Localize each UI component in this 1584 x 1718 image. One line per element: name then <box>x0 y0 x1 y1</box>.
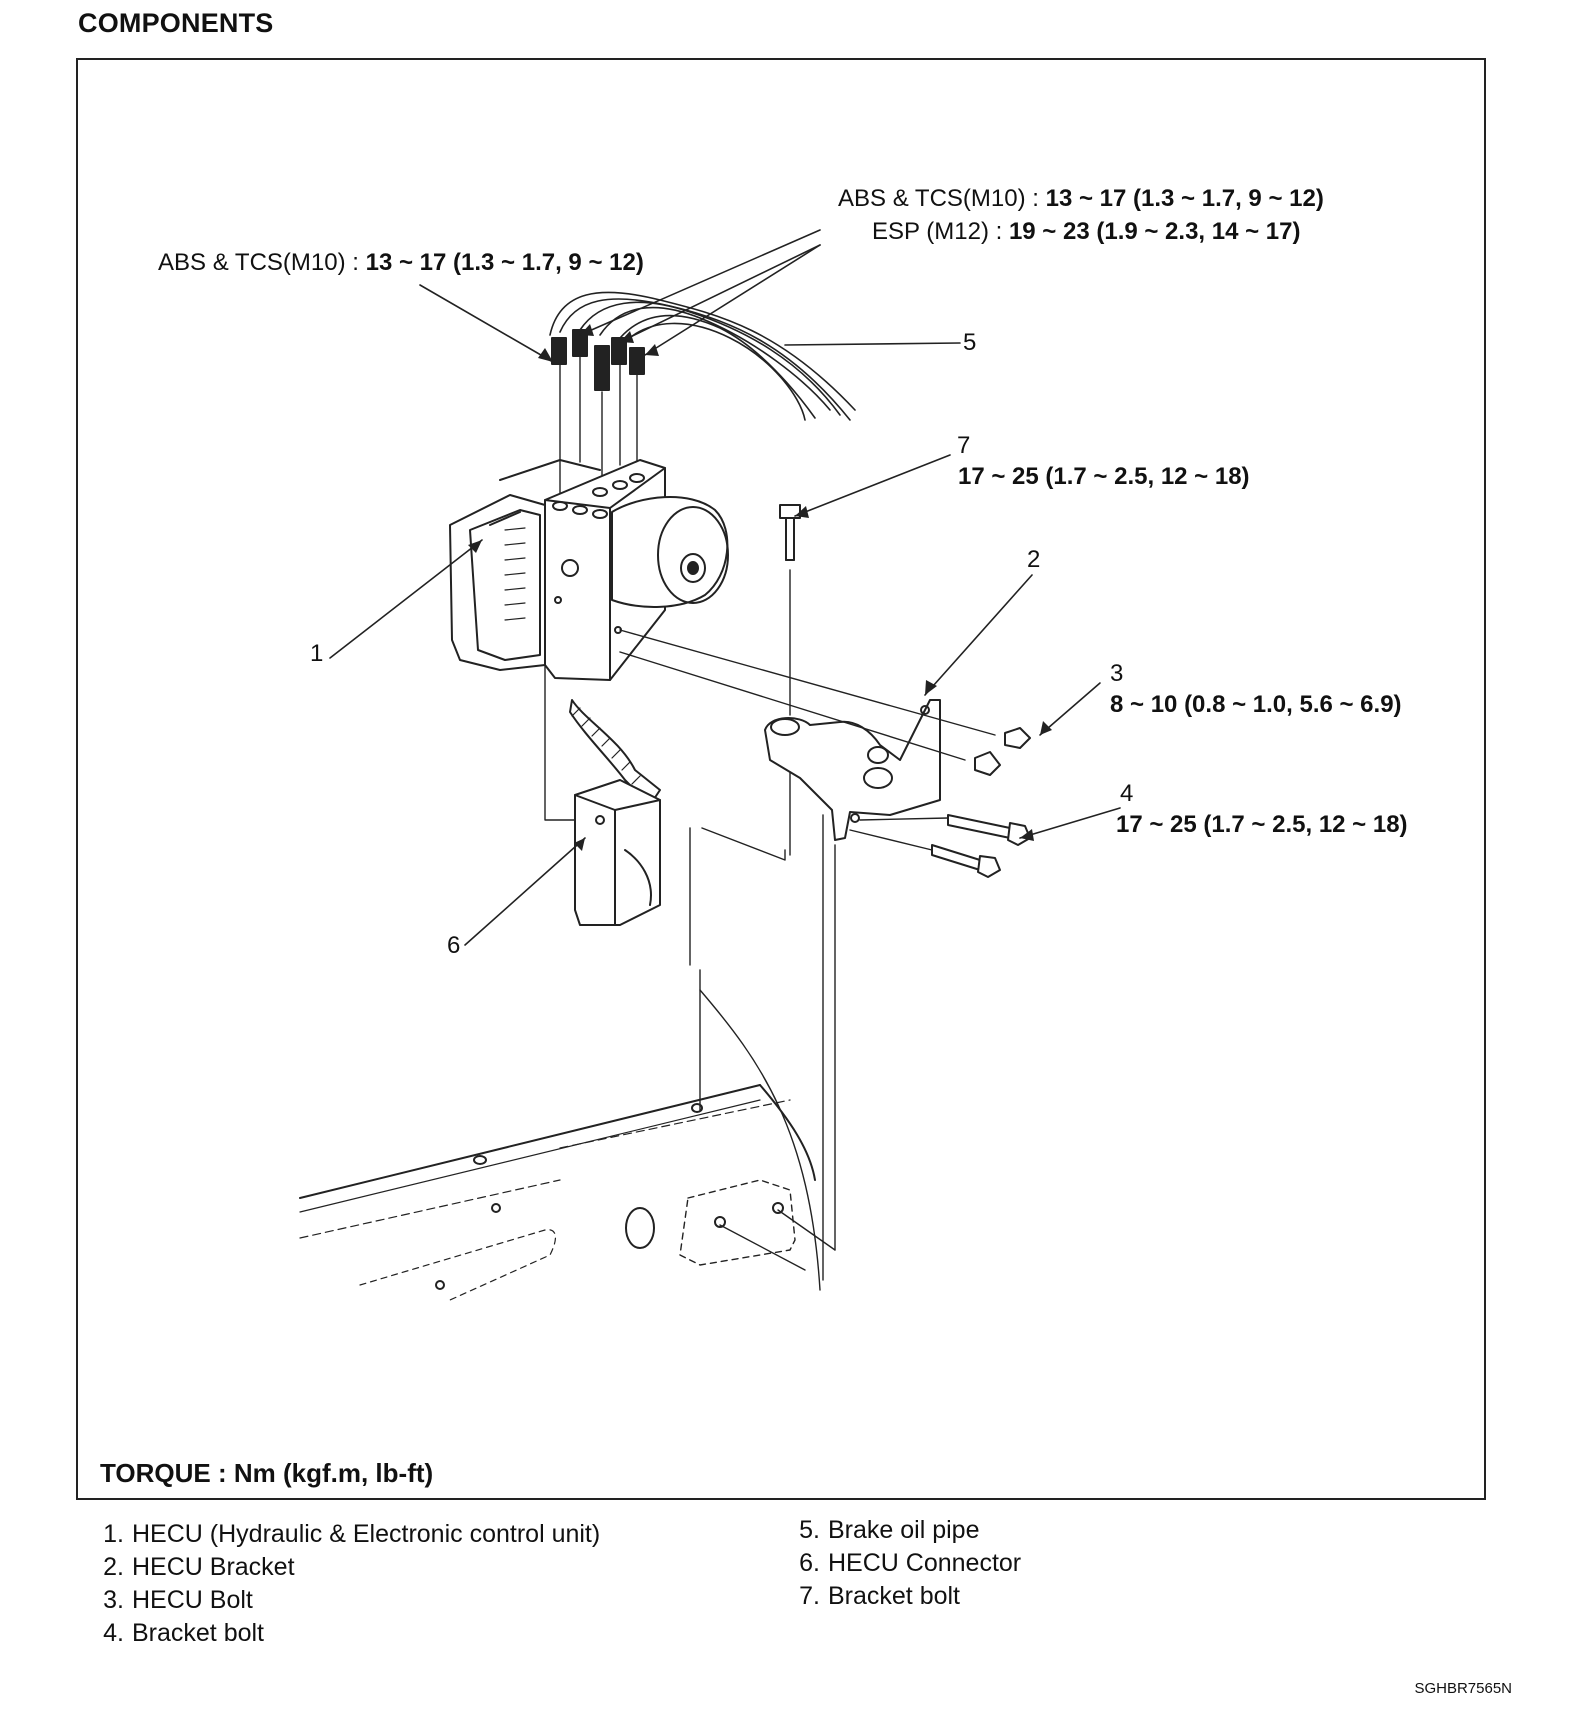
diagram-frame <box>76 58 1486 1500</box>
torque-value: 17 ~ 25 (1.7 ~ 2.5, 12 ~ 18) <box>1116 811 1408 838</box>
legend-label: HECU Bracket <box>132 1553 295 1581</box>
legend-label: HECU Connector <box>828 1549 1022 1577</box>
arrowheads <box>468 324 1052 851</box>
part-number-1: 1 <box>310 640 324 667</box>
leader-lines <box>329 229 1121 946</box>
legend-left: 1. HECU (Hydraulic & Electronic control u… <box>88 1518 600 1650</box>
torque-value: 8 ~ 10 (0.8 ~ 1.0, 5.6 ~ 6.9) <box>1110 691 1402 718</box>
callout-top-left: ABS & TCS(M10) : 13 ~ 17 (1.3 ~ 1.7, 9 ~… <box>158 248 644 278</box>
part-number-7: 7 <box>957 432 971 459</box>
legend-label: HECU Bolt <box>132 1586 253 1614</box>
legend-label: Bracket bolt <box>132 1619 265 1647</box>
legend-item: 6. HECU Connector <box>784 1547 1021 1580</box>
callout-prefix: ABS & TCS(M10) : <box>838 185 1046 212</box>
legend-number: 3. <box>103 1586 124 1614</box>
callout-item7-torque: 17 ~ 25 (1.7 ~ 2.5, 12 ~ 18) <box>958 462 1250 492</box>
legend-item: 2. HECU Bracket <box>88 1551 600 1584</box>
legend-item: 4. Bracket bolt <box>88 1617 600 1650</box>
legend-label: Brake oil pipe <box>828 1516 980 1544</box>
alignment-lines <box>559 355 638 506</box>
pump-motor <box>611 496 729 608</box>
legend-right: 5. Brake oil pipe 6. HECU Connector 7. Brac… <box>784 1514 1021 1613</box>
legend-item: 1. HECU (Hydraulic & Electronic control u… <box>88 1518 600 1551</box>
legend-number: 1. <box>103 1520 124 1548</box>
bracket-bolts <box>849 814 1031 878</box>
torque-value: 17 ~ 25 (1.7 ~ 2.5, 12 ~ 18) <box>958 463 1250 490</box>
legend-item: 7. Bracket bolt <box>784 1580 1021 1613</box>
callout-prefix: ABS & TCS(M10) : <box>158 249 366 276</box>
image-code: SGHBR7565N <box>1414 1680 1512 1697</box>
torque-units-label: TORQUE : Nm (kgf.m, lb-ft) <box>100 1458 434 1488</box>
part-number-6: 6 <box>447 932 461 959</box>
legend-label: HECU (Hydraulic & Electronic control uni… <box>132 1520 601 1548</box>
part-number-5: 5 <box>963 329 977 356</box>
legend-number: 7. <box>799 1582 820 1610</box>
brake-oil-pipes <box>549 291 856 421</box>
part-number-2: 2 <box>1027 546 1041 573</box>
callout-item3-torque: 8 ~ 10 (0.8 ~ 1.0, 5.6 ~ 6.9) <box>1110 690 1402 720</box>
legend-item: 5. Brake oil pipe <box>784 1514 1021 1547</box>
callout-top-right-2: ESP (M12) : 19 ~ 23 (1.9 ~ 2.3, 14 ~ 17) <box>872 217 1301 247</box>
callout-value: 13 ~ 17 (1.3 ~ 1.7, 9 ~ 12) <box>365 249 644 276</box>
callout-value: 13 ~ 17 (1.3 ~ 1.7, 9 ~ 12) <box>1045 185 1324 212</box>
pipe-fittings <box>551 329 645 391</box>
legend-number: 2. <box>103 1553 124 1581</box>
hecu-connector <box>569 699 661 926</box>
connector-guide-lines <box>544 659 786 966</box>
callout-top-right-1: ABS & TCS(M10) : 13 ~ 17 (1.3 ~ 1.7, 9 ~… <box>838 184 1324 214</box>
legend-number: 4. <box>103 1619 124 1647</box>
callout-prefix: ESP (M12) : <box>872 218 1009 245</box>
legend-label: Bracket bolt <box>828 1582 961 1610</box>
legend-number: 5. <box>799 1516 820 1544</box>
bracket-bolt-7 <box>779 504 801 856</box>
vehicle-frame <box>299 1084 836 1301</box>
legend-item: 3. HECU Bolt <box>88 1584 600 1617</box>
frame-guide-lines <box>699 814 836 1291</box>
legend-number: 6. <box>799 1549 820 1577</box>
page-heading: COMPONENTS <box>78 8 274 38</box>
hecu-bolts <box>974 727 1031 776</box>
callout-value: 19 ~ 23 (1.9 ~ 2.3, 14 ~ 17) <box>1008 218 1301 245</box>
callout-item4-torque: 17 ~ 25 (1.7 ~ 2.5, 12 ~ 18) <box>1116 810 1408 840</box>
ecu-module <box>449 459 601 671</box>
part-number-3: 3 <box>1110 660 1124 687</box>
part-number-4: 4 <box>1120 780 1134 807</box>
